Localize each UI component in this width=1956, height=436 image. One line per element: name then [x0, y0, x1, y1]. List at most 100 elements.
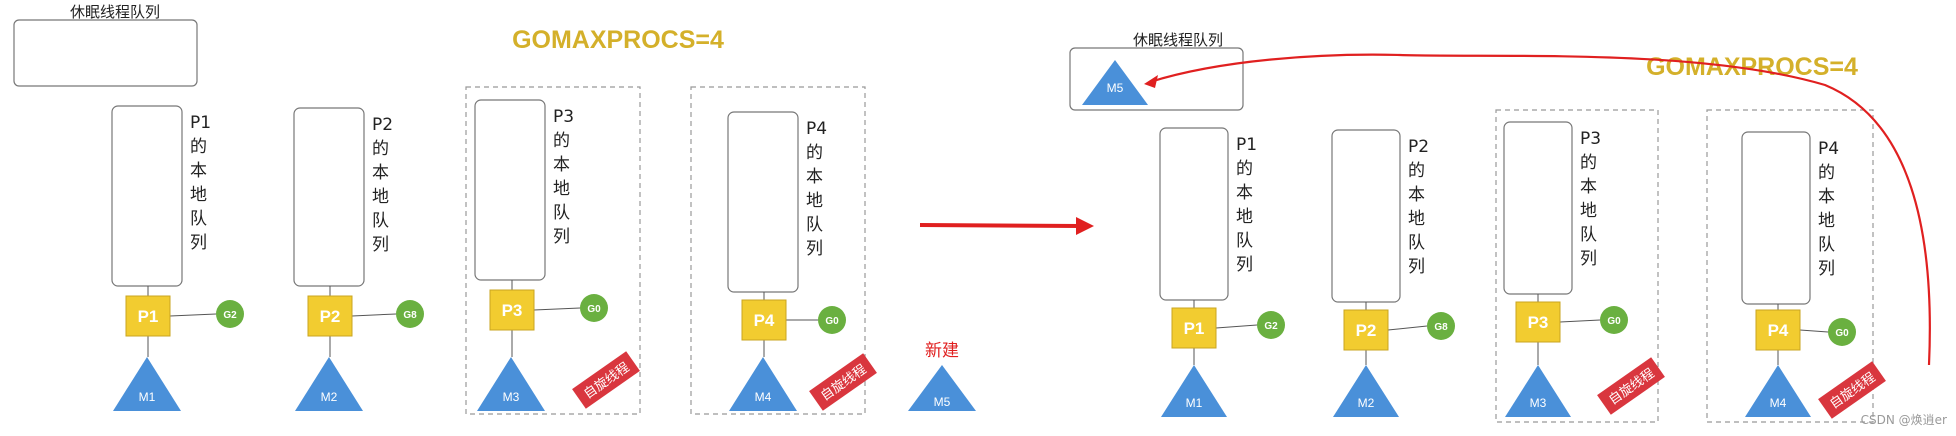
right-g-circle [1257, 311, 1285, 339]
right-p-g-link [1799, 329, 1829, 333]
right-queue-caption-char: 队 [1580, 225, 1597, 245]
right-p-square-p2 [1343, 309, 1389, 351]
left-sleep-queue-label: 休眠线程队列 [70, 3, 160, 21]
right-spin-tag: 自旋线程 [1597, 357, 1665, 415]
right-m-triangle [1161, 365, 1227, 417]
right-queue-caption-char: 本 [1818, 187, 1835, 207]
right-p-square-p3 [1515, 301, 1561, 343]
left-queue-caption-char: 地 [372, 187, 389, 207]
right-g-label: G8 [1434, 322, 1448, 333]
new-thread-label: 新建 [925, 341, 959, 361]
left-p-g-link [169, 313, 217, 317]
left-queue-caption-char: 本 [372, 163, 389, 183]
left-m-triangle [477, 357, 545, 411]
left-p-label: P1 [138, 307, 159, 326]
left-m-triangle [113, 357, 181, 411]
left-queue-caption-char: 的 [190, 137, 207, 157]
transition-arrow-line [919, 223, 1081, 228]
left-g-circle [818, 306, 846, 334]
left-p-square-p3 [489, 289, 535, 331]
left-p-square-p4 [741, 299, 787, 341]
right-spin-tag-bg [1597, 357, 1665, 415]
right-local-queue-p3 [1503, 121, 1573, 295]
right-spin-group-p3 [1495, 109, 1659, 423]
right-m-triangle [1745, 365, 1811, 417]
left-g-label: G8 [403, 310, 417, 321]
left-queue-caption-char: 地 [553, 179, 570, 199]
left-spin-tag-bg [809, 353, 877, 411]
right-queue-caption-char: P4 [1818, 139, 1839, 159]
right-sleep-queue-label: 休眠线程队列 [1133, 31, 1223, 49]
right-m-triangle [1505, 365, 1571, 417]
right-local-queue-p2 [1331, 129, 1401, 303]
right-queue-caption-char: 地 [1408, 209, 1425, 229]
right-p-label: P2 [1356, 321, 1377, 340]
right-queue-caption-char: 地 [1818, 211, 1835, 231]
right-p-label: P1 [1184, 319, 1205, 338]
left-p-label: P3 [502, 301, 523, 320]
left-m-triangle [295, 357, 363, 411]
left-spin-tag: 自旋线程 [809, 353, 877, 411]
left-queue-caption-char: 列 [372, 235, 389, 255]
right-p-label: P4 [1768, 321, 1789, 340]
left-g-label: G2 [223, 310, 237, 321]
right-gomaxprocs-label: GOMAXPROCS=4 [1646, 53, 1858, 81]
left-m-label: M3 [503, 390, 520, 404]
sleeping-m5-triangle [1082, 60, 1148, 105]
left-queue-caption-char: 本 [190, 161, 207, 181]
right-p-g-link [1215, 324, 1258, 329]
left-local-queue-p4 [727, 111, 799, 293]
right-g-label: G2 [1264, 321, 1278, 332]
left-gomaxprocs-label: GOMAXPROCS=4 [512, 26, 724, 54]
right-queue-caption-char: P2 [1408, 137, 1429, 157]
left-queue-caption-char: 列 [553, 227, 570, 247]
left-queue-caption-char: 地 [806, 191, 823, 211]
left-queue-caption-char: 本 [806, 167, 823, 187]
left-p-square-p2 [307, 295, 353, 337]
sleep-return-arrowhead [1144, 75, 1158, 88]
left-g-circle [216, 300, 244, 328]
right-queue-caption-char: 本 [1408, 185, 1425, 205]
left-local-queue-p1 [111, 105, 183, 287]
right-queue-caption-char: 列 [1236, 255, 1253, 275]
csdn-watermark: CSDN @焕逍er [1861, 413, 1947, 427]
right-spin-tag: 自旋线程 [1818, 361, 1886, 419]
left-queue-caption-char: P4 [806, 119, 827, 139]
left-p-g-link [533, 307, 581, 311]
left-g-label: G0 [587, 304, 601, 315]
right-g-circle [1600, 306, 1628, 334]
right-queue-caption-char: 列 [1818, 259, 1835, 279]
right-spin-tag-bg [1818, 361, 1886, 419]
left-queue-caption-char: 列 [190, 233, 207, 253]
right-queue-caption-char: 本 [1580, 177, 1597, 197]
new-m5-triangle [908, 365, 976, 411]
left-local-queue-p2 [293, 107, 365, 287]
transition-arrow [919, 217, 1094, 235]
right-g-label: G0 [1607, 316, 1621, 327]
right-p-g-link [1387, 325, 1428, 331]
left-spin-tag-bg [572, 351, 640, 409]
left-queue-caption-char: 列 [806, 239, 823, 259]
left-m-label: M1 [139, 390, 156, 404]
right-g-circle [1427, 312, 1455, 340]
right-queue-caption-char: 地 [1580, 201, 1597, 221]
left-queue-caption-char: 的 [553, 131, 570, 151]
left-p-label: P4 [754, 311, 775, 330]
left-queue-caption-char: 队 [190, 209, 207, 229]
left-queue-caption-char: 队 [806, 215, 823, 235]
right-spin-group-p4 [1706, 109, 1874, 423]
left-p-square-p1 [125, 295, 171, 337]
right-queue-caption-char: 地 [1236, 207, 1253, 227]
left-sleep-queue-box [13, 19, 198, 87]
left-queue-caption-char: 队 [553, 203, 570, 223]
right-sleep-queue-box [1069, 47, 1244, 111]
